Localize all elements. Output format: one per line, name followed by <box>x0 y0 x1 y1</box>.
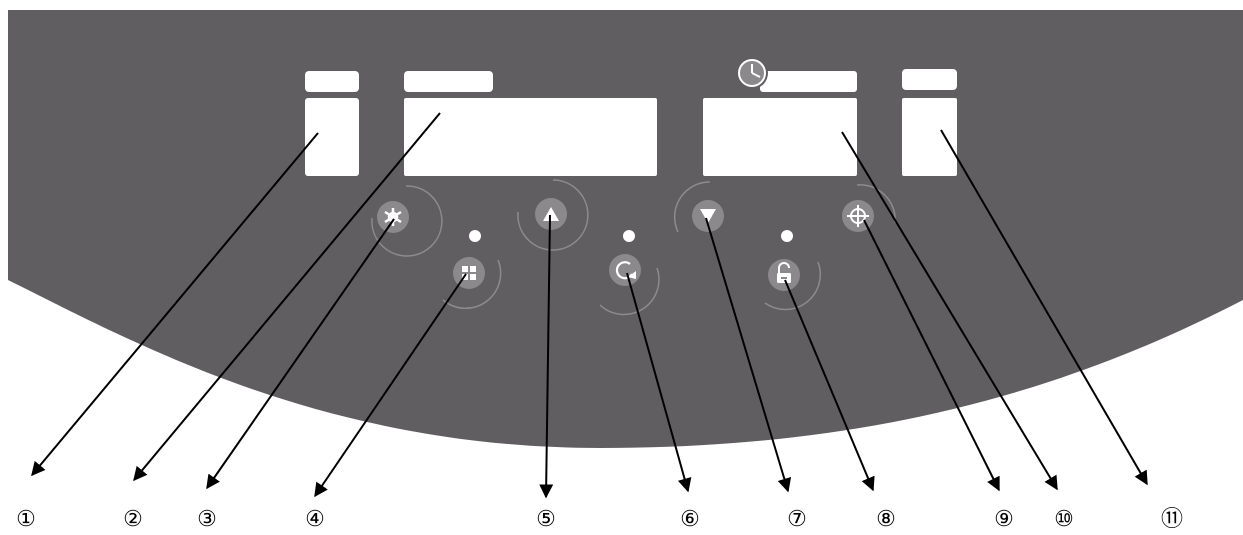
callout-label-8: ⑧ <box>876 507 896 532</box>
clock-icon <box>736 57 768 89</box>
callout-arrow-4 <box>314 273 467 498</box>
callout-label-7: ⑦ <box>787 507 807 532</box>
unlock-led <box>781 230 793 242</box>
callout-arrow-6 <box>626 272 692 493</box>
cycle-led <box>623 230 635 242</box>
callout-label-2: ② <box>123 507 143 532</box>
callout-arrow-8 <box>784 279 875 492</box>
unlock-icon <box>777 262 791 283</box>
cycle-button[interactable] <box>609 254 641 286</box>
callout-arrow-9 <box>863 219 1000 492</box>
down-ring <box>673 181 711 233</box>
callout-arrow-3 <box>206 218 395 490</box>
callout-arrow-2 <box>133 112 441 482</box>
callout-label-5: ⑤ <box>536 507 556 532</box>
display-4-tab <box>902 69 957 90</box>
callout-label-11: ⑪ <box>1160 507 1183 532</box>
callout-label-10: ⑩ <box>1054 507 1074 532</box>
cycle-ring <box>599 267 660 316</box>
up-button[interactable] <box>535 198 567 230</box>
up-triangle-icon <box>543 207 559 221</box>
unlock-ring <box>764 261 822 311</box>
callout-arrow-10 <box>841 131 1058 491</box>
settings-button[interactable] <box>377 201 409 233</box>
callout-label-6: ⑥ <box>680 507 700 532</box>
unlock-button[interactable] <box>768 259 800 291</box>
target-ring <box>856 184 896 224</box>
target-button[interactable] <box>842 200 874 232</box>
down-triangle-icon <box>700 209 716 223</box>
up-ring <box>517 179 589 251</box>
display-1 <box>305 98 359 176</box>
callout-arrow-1 <box>31 132 319 477</box>
display-3-tab <box>760 71 857 92</box>
display-3 <box>703 98 857 176</box>
callout-label-9: ⑨ <box>994 507 1014 532</box>
menu-button[interactable] <box>453 257 485 289</box>
display-1-tab <box>305 71 359 92</box>
display-4 <box>902 98 957 176</box>
callout-label-1: ① <box>16 507 36 532</box>
crosshair-icon <box>847 205 869 227</box>
down-button[interactable] <box>692 200 724 232</box>
display-2 <box>404 98 657 176</box>
callout-arrow-7 <box>705 217 792 493</box>
menu-ring <box>442 259 502 310</box>
panel-body <box>8 10 1243 448</box>
callout-label-3: ③ <box>197 507 217 532</box>
callout-arrow-5 <box>539 214 554 499</box>
display-2-tab <box>404 71 493 92</box>
callout-label-4: ④ <box>305 507 325 532</box>
callout-arrow-11 <box>940 129 1148 486</box>
menu-led <box>469 230 481 242</box>
